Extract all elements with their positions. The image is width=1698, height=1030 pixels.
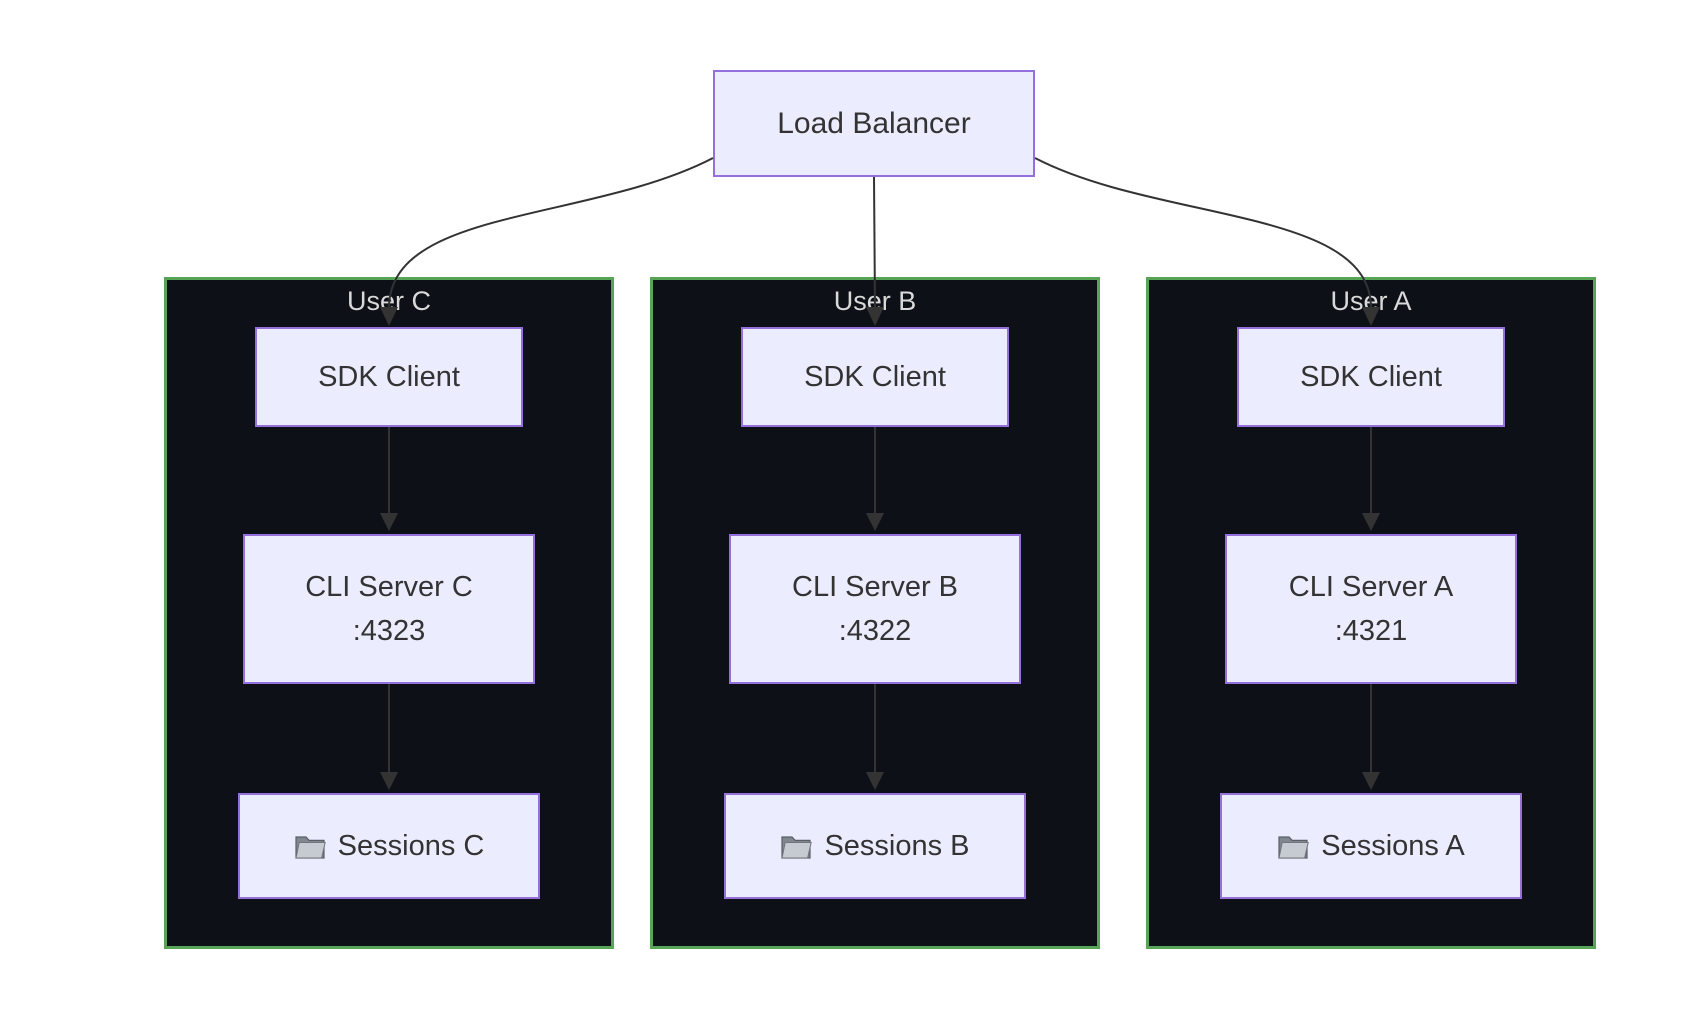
sessions-label: Sessions B xyxy=(824,829,970,862)
sessions-node-b: Sessions B xyxy=(724,793,1026,899)
cli-server-port: :4323 xyxy=(352,615,426,647)
load-balancer-node: Load Balancer xyxy=(713,70,1035,177)
cli-server-port: :4321 xyxy=(1334,615,1408,647)
sdk-client-node-a: SDK Client xyxy=(1237,327,1505,427)
cli-server-name: CLI Server B xyxy=(792,571,958,603)
sdk-client-label: SDK Client xyxy=(1300,360,1442,393)
cli-server-name: CLI Server C xyxy=(305,571,473,603)
user-group-c: User C SDK Client CLI Server C :4323 Ses… xyxy=(164,277,614,949)
cli-server-node-c: CLI Server C :4323 xyxy=(243,534,535,684)
folder-icon xyxy=(1277,832,1310,861)
cli-server-port: :4322 xyxy=(838,615,912,647)
sdk-client-node-b: SDK Client xyxy=(741,327,1009,427)
group-label-user-c: User C xyxy=(346,286,431,316)
sessions-node-c: Sessions C xyxy=(238,793,540,899)
user-group-b: User B SDK Client CLI Server B :4322 Ses… xyxy=(650,277,1100,949)
sdk-client-label: SDK Client xyxy=(804,360,946,393)
sdk-client-node-c: SDK Client xyxy=(255,327,523,427)
sessions-label: Sessions A xyxy=(1321,829,1465,862)
user-group-a: User A SDK Client CLI Server A :4321 Ses… xyxy=(1146,277,1596,949)
load-balancer-label: Load Balancer xyxy=(777,106,971,140)
cli-server-name: CLI Server A xyxy=(1288,571,1454,603)
sdk-client-label: SDK Client xyxy=(318,360,460,393)
group-label-user-b: User B xyxy=(833,286,917,316)
sessions-node-a: Sessions A xyxy=(1220,793,1522,899)
cli-server-node-b: CLI Server B :4322 xyxy=(729,534,1021,684)
folder-icon xyxy=(780,832,813,861)
folder-icon xyxy=(294,832,326,861)
cli-server-node-a: CLI Server A :4321 xyxy=(1225,534,1517,684)
sessions-label: Sessions C xyxy=(337,829,485,862)
group-label-user-a: User A xyxy=(1330,286,1412,316)
